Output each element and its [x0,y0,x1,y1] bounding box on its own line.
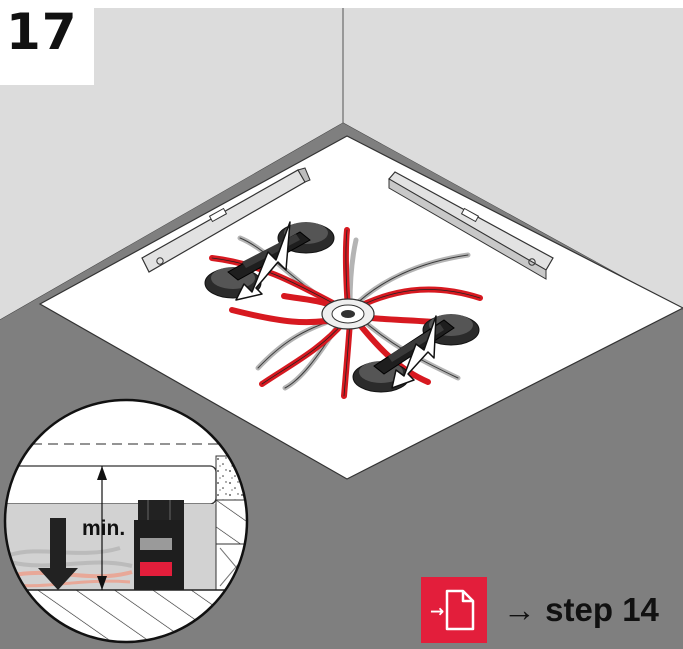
next-step-label: → step 14 [503,591,659,629]
document-link-icon: → [421,577,487,643]
link-arrow-glyph: → [503,591,536,628]
document-arrow-glyph: → [430,602,444,622]
min-measure-label: min. [82,517,125,540]
step-reference: step 14 [545,591,659,628]
next-step-link[interactable]: → → step 14 [421,577,659,643]
step-number: 17 [6,4,78,60]
cable-duct-opening [322,299,374,329]
